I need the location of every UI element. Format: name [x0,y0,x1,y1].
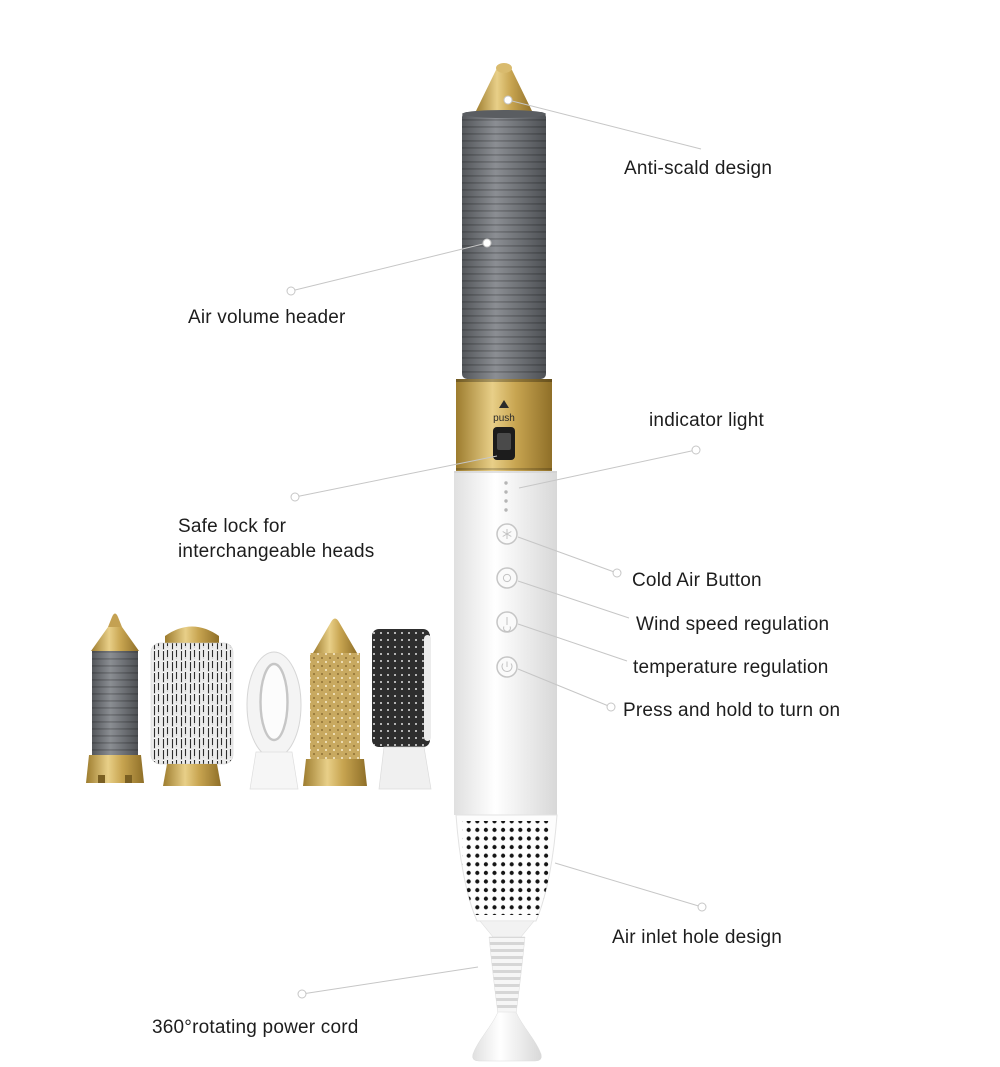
safe-lock-button [493,427,515,460]
label-air-inlet: Air inlet hole design [612,927,783,948]
attachment-curling-barrel [86,613,144,783]
label-cold-air: Cold Air Button [632,570,762,591]
label-press-hold: Press and hold to turn on [623,700,841,721]
power-cord [472,920,542,1062]
wind-speed-button [496,567,518,589]
attachment-heads [86,613,432,790]
push-marking: push [493,400,515,424]
temperature-button [496,611,518,633]
callout-marker [691,445,701,455]
snowflake-icon [502,529,512,539]
label-wind-speed: Wind speed regulation [636,614,830,635]
attachment-paddle-brush [372,629,432,790]
callout-line-indicator-light [518,445,701,489]
cold-air-button [496,523,518,545]
callout-marker [612,568,622,578]
callout-line-press-hold [517,668,616,712]
gold-collar: push [456,379,552,471]
fan-icon [502,573,512,583]
styler-device: push [454,63,558,1062]
callout-marker [503,95,513,105]
push-label: push [493,413,515,424]
callout-marker [606,702,616,712]
callout-lines [286,95,707,999]
callout-line-temperature [517,623,628,662]
callout-marker [697,902,707,912]
label-power-cord: 360°rotating power cord [152,1017,359,1038]
air-barrel [462,110,546,379]
callout-marker [482,238,492,248]
control-buttons [496,523,518,678]
callout-marker [290,492,300,502]
handle-body [454,471,557,815]
callout-line-safe-lock [290,455,498,502]
callout-line-air-inlet [554,862,707,912]
attachment-gold-roller-brush [303,618,367,786]
callout-line-wind-speed [517,580,630,619]
label-temperature: temperature regulation [633,657,829,678]
indicator-lights [504,481,508,512]
callout-line-cold-air [517,536,622,578]
attachment-round-brush [150,626,234,786]
air-inlet-section [455,814,558,922]
callout-line-power-cord [297,966,479,999]
thermometer-icon [503,617,511,632]
callout-line-anti-scald [503,95,702,150]
label-indicator-light: indicator light [649,410,764,431]
callout-line-air-volume [286,238,492,296]
power-button [496,656,518,678]
label-anti-scald: Anti-scald design [624,158,773,179]
callout-marker [286,286,296,296]
label-air-volume: Air volume header [188,307,346,328]
power-icon [501,661,513,672]
callout-marker [297,989,307,999]
attachment-concentrator-nozzle [246,651,302,790]
push-arrow-icon [499,400,509,408]
anti-scald-tip [475,63,533,113]
label-safe-lock: Safe lock for interchangeable heads [178,516,375,563]
